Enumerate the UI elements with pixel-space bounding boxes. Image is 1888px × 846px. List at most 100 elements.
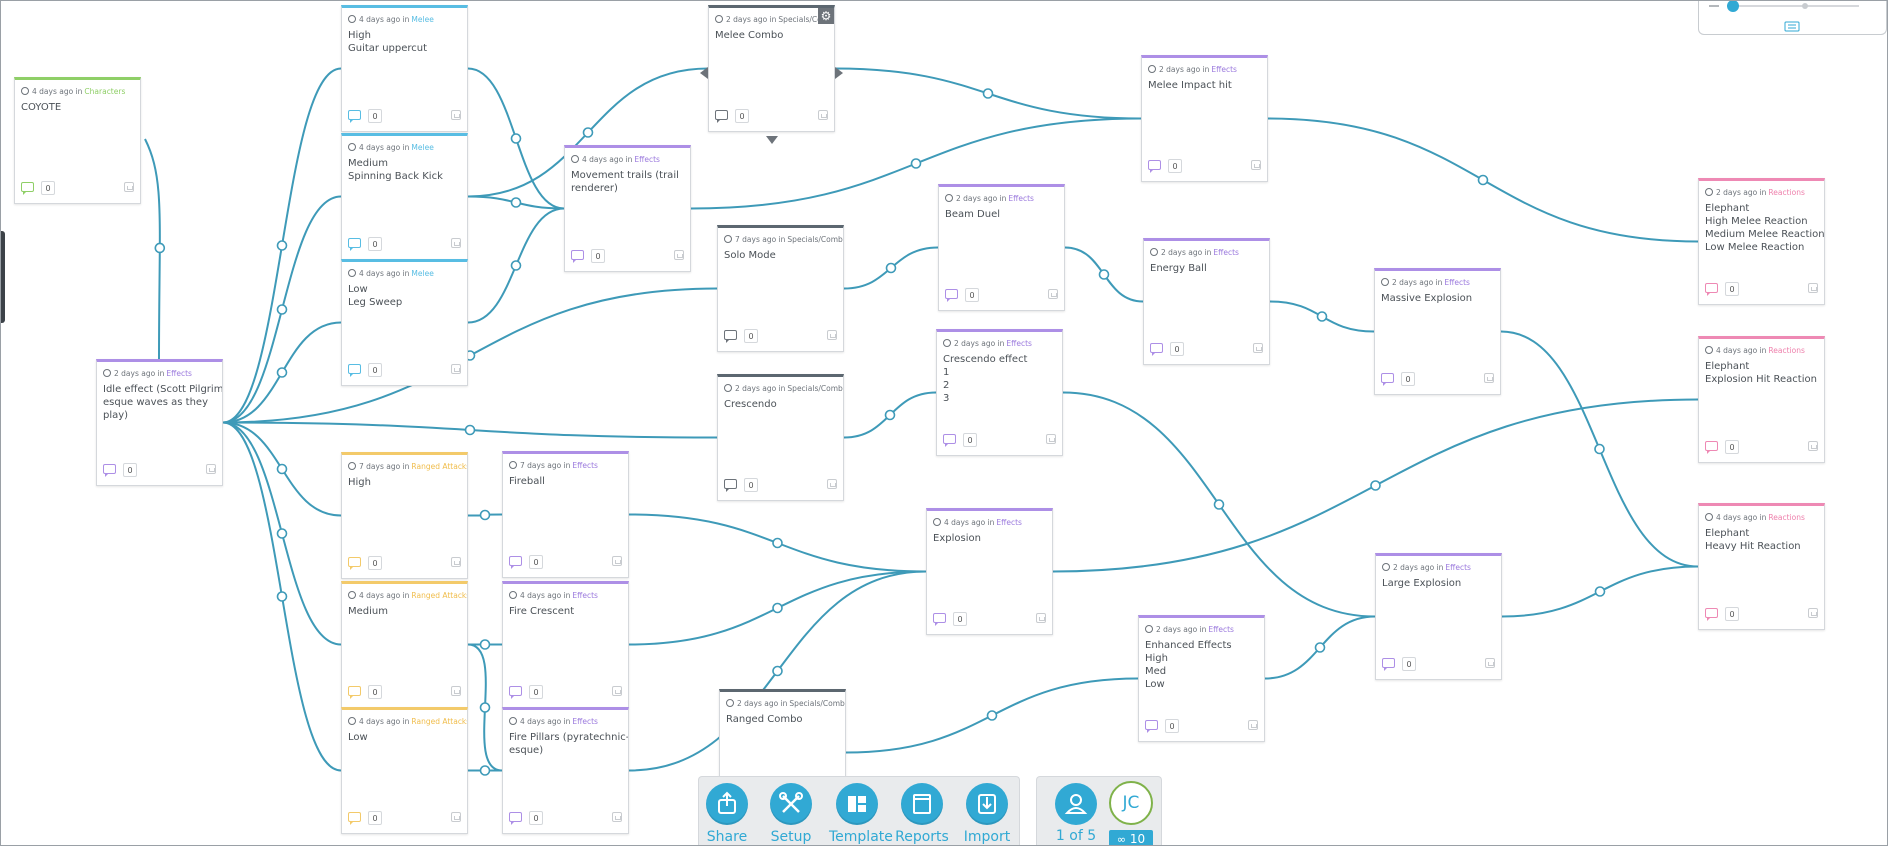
link-handle[interactable]: [276, 240, 288, 251]
comment-icon[interactable]: [945, 289, 958, 302]
comment-icon[interactable]: [348, 364, 361, 377]
link-handle[interactable]: [510, 197, 522, 208]
card-category[interactable]: Melee: [411, 143, 434, 152]
trash-icon[interactable]: [818, 110, 828, 120]
trash-icon[interactable]: [1808, 441, 1818, 451]
import-button[interactable]: Import: [959, 783, 1015, 845]
trash-icon[interactable]: [1036, 613, 1046, 623]
comment-icon[interactable]: [103, 464, 116, 477]
comment-icon[interactable]: [1705, 441, 1718, 454]
canvas-left-edge-handle[interactable]: [1, 231, 5, 323]
comment-icon[interactable]: [348, 812, 361, 825]
link-handle[interactable]: [1314, 642, 1326, 653]
link-handle[interactable]: [1098, 269, 1110, 280]
trash-icon[interactable]: [451, 557, 461, 567]
link-handle[interactable]: [1213, 499, 1225, 510]
card-category[interactable]: Characters: [84, 87, 126, 96]
credits-badge[interactable]: ∞ 10: [1109, 830, 1153, 845]
comment-icon[interactable]: [1150, 343, 1163, 356]
pages-button[interactable]: 1 of 5: [1055, 783, 1097, 844]
expand-right-arrow[interactable]: [835, 67, 843, 79]
link-handle[interactable]: [510, 133, 522, 144]
card-category[interactable]: Effects: [996, 518, 1022, 527]
link-handle[interactable]: [464, 424, 476, 436]
link-handle[interactable]: [772, 537, 783, 549]
trash-icon[interactable]: [451, 110, 461, 120]
share-button[interactable]: Share: [699, 783, 755, 845]
card-category[interactable]: Effects: [1008, 194, 1034, 203]
link-handle[interactable]: [982, 88, 994, 99]
trash-icon[interactable]: [612, 812, 622, 822]
trash-icon[interactable]: [1048, 289, 1058, 299]
card-category[interactable]: Reactions: [1768, 346, 1805, 355]
card-category[interactable]: Reactions: [1768, 188, 1805, 197]
card-category[interactable]: Effects: [166, 369, 192, 378]
card-category[interactable]: Specials/Combo: [789, 699, 845, 708]
expand-left-arrow[interactable]: [700, 67, 708, 79]
comment-icon[interactable]: [1705, 283, 1718, 296]
comment-icon[interactable]: [509, 812, 522, 825]
trash-icon[interactable]: [1484, 373, 1494, 383]
comment-icon[interactable]: [348, 238, 361, 251]
expand-down-arrow[interactable]: [766, 136, 778, 144]
comment-icon[interactable]: [724, 330, 737, 343]
link-handle[interactable]: [1594, 586, 1606, 597]
trash-icon[interactable]: [451, 812, 461, 822]
card-category[interactable]: Effects: [572, 591, 598, 600]
link-handle[interactable]: [276, 528, 288, 539]
trash-icon[interactable]: [1046, 434, 1056, 444]
comment-icon[interactable]: [21, 182, 34, 195]
link-handle[interactable]: [276, 304, 288, 315]
link-handle[interactable]: [276, 463, 288, 475]
trash-icon[interactable]: [206, 464, 216, 474]
trash-icon[interactable]: [1248, 720, 1258, 730]
comment-icon[interactable]: [509, 556, 522, 569]
card-category[interactable]: Effects: [1444, 278, 1470, 287]
trash-icon[interactable]: [451, 686, 461, 696]
link-handle[interactable]: [479, 702, 491, 713]
comment-icon[interactable]: [724, 479, 737, 492]
comment-icon[interactable]: [1381, 373, 1394, 386]
link-handle[interactable]: [510, 260, 522, 271]
card-category[interactable]: Melee: [411, 269, 434, 278]
card-category[interactable]: Effects: [572, 461, 598, 470]
card-category[interactable]: Reactions: [1768, 513, 1805, 522]
link-handle[interactable]: [1594, 443, 1605, 455]
card-category[interactable]: Specials/Combo: [778, 15, 834, 24]
trash-icon[interactable]: [124, 182, 134, 192]
comment-icon[interactable]: [348, 110, 361, 123]
trash-icon[interactable]: [1808, 283, 1818, 293]
link-handle[interactable]: [479, 639, 491, 650]
trash-icon[interactable]: [612, 686, 622, 696]
link-handle[interactable]: [582, 127, 594, 138]
comment-icon[interactable]: [509, 686, 522, 699]
link-handle[interactable]: [276, 367, 288, 378]
template-button[interactable]: Template: [829, 783, 893, 845]
card-category[interactable]: Effects: [1445, 563, 1471, 572]
link-handle[interactable]: [986, 710, 998, 721]
trash-icon[interactable]: [1253, 343, 1263, 353]
trash-icon[interactable]: [451, 364, 461, 374]
card-category[interactable]: Specials/Combo: [787, 235, 843, 244]
